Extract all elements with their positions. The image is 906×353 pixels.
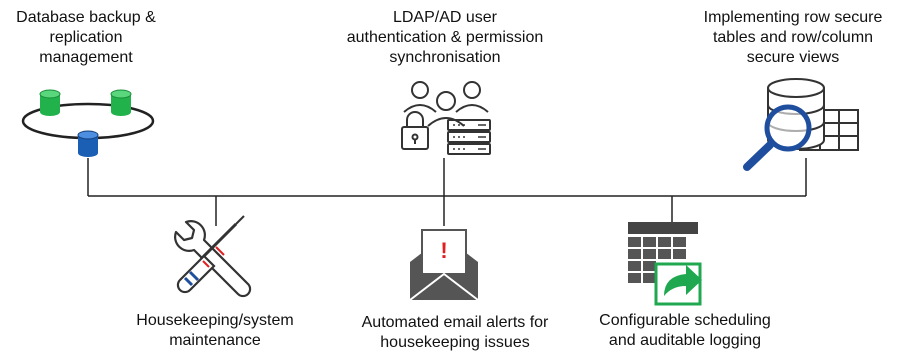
wrench-screwdriver-icon [174, 215, 252, 298]
database-search-table-icon [743, 78, 859, 171]
label-database-backup: Database backup & replication management [16, 9, 156, 66]
calendar-export-icon [628, 222, 702, 306]
label-scheduling-logging: Configurable scheduling and auditable lo… [599, 312, 771, 349]
envelope-alert-icon: ! [409, 229, 479, 301]
database-replication-icon [21, 89, 155, 157]
label-ldap-authentication: LDAP/AD user authentication & permission… [346, 9, 544, 66]
user-server-lock-icon [401, 81, 491, 155]
label-email-alerts: Automated email alerts for housekeeping … [361, 314, 549, 351]
label-housekeeping: Housekeeping/system maintenance [136, 312, 294, 349]
label-row-secure-views: Implementing row secure tables and row/c… [703, 9, 883, 66]
svg-text:!: ! [440, 238, 447, 263]
